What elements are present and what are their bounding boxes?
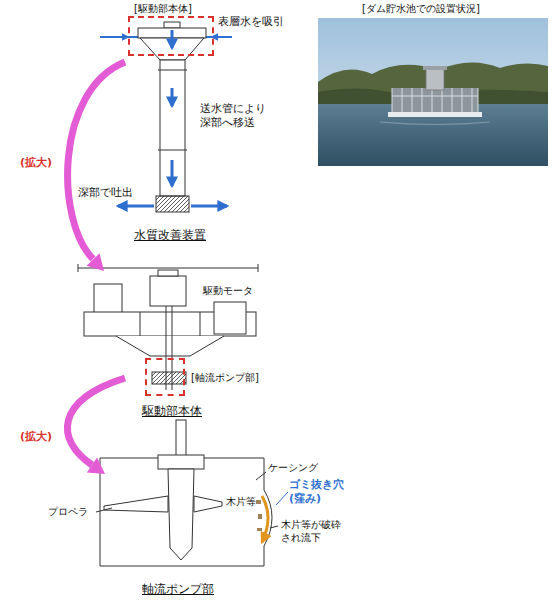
axial-pump-drawing — [96, 420, 288, 566]
flow-note: 表層水を吸引 — [218, 15, 284, 29]
reservoir-photo — [318, 18, 548, 166]
flow-note-wrap: 表層水を吸引 — [218, 15, 284, 29]
part-name: ケーシング — [268, 462, 318, 475]
drive-unit-callout-box: [駆動部本体] — [128, 16, 214, 56]
pump-callout-box: [軸流ポンプ部] — [145, 358, 185, 396]
flow-note: 送水管により 深部へ移送 — [200, 102, 272, 130]
flow-note: 深部で吐出 — [78, 186, 133, 200]
figure-caption-wrap: 水質改善装置 — [134, 228, 206, 243]
magnify-label-wrap: (拡大) — [20, 430, 52, 444]
part-name: プロペラ — [48, 506, 88, 519]
photo-title: [ダム貯水池での設置状況] — [362, 3, 480, 16]
part-name: 木片等 — [226, 496, 256, 509]
part-note-wrap: 木片等が破砕 され流下 — [281, 519, 347, 544]
magnify-label-wrap: (拡大) — [20, 156, 52, 170]
flow-note-wrap: 送水管により 深部へ移送 — [200, 102, 272, 130]
magnify-label: (拡大) — [20, 156, 52, 170]
box-heading: [駆動部本体] — [134, 3, 216, 15]
magnify-arrow — [67, 62, 125, 474]
flow-note-wrap: 深部で吐出 — [78, 186, 133, 200]
magnify-label: (拡大) — [20, 430, 52, 444]
part-name-wrap: 駆動モータ — [203, 285, 253, 298]
part-name-wrap: ゴミ抜き穴 (窪み) — [289, 478, 349, 506]
figure-caption-wrap: 軸流ポンプ部 — [142, 582, 214, 597]
figure-caption-wrap: 駆動部本体 — [142, 404, 202, 419]
figure-caption: 駆動部本体 — [142, 404, 202, 419]
box-heading: [軸流ポンプ部] — [191, 372, 227, 384]
part-name-wrap: ケーシング — [268, 462, 318, 475]
photo-title-wrap: [ダム貯水池での設置状況] — [362, 3, 480, 16]
part-name: 駆動モータ — [203, 285, 253, 298]
part-name: ゴミ抜き穴 (窪み) — [289, 478, 349, 506]
part-note: 木片等が破砕 され流下 — [281, 519, 347, 544]
figure-caption: 水質改善装置 — [134, 228, 206, 243]
part-name-wrap: プロペラ — [48, 506, 88, 519]
drive-unit-drawing — [78, 264, 258, 390]
figure-caption: 軸流ポンプ部 — [142, 582, 214, 597]
part-name-wrap: 木片等 — [226, 496, 256, 509]
